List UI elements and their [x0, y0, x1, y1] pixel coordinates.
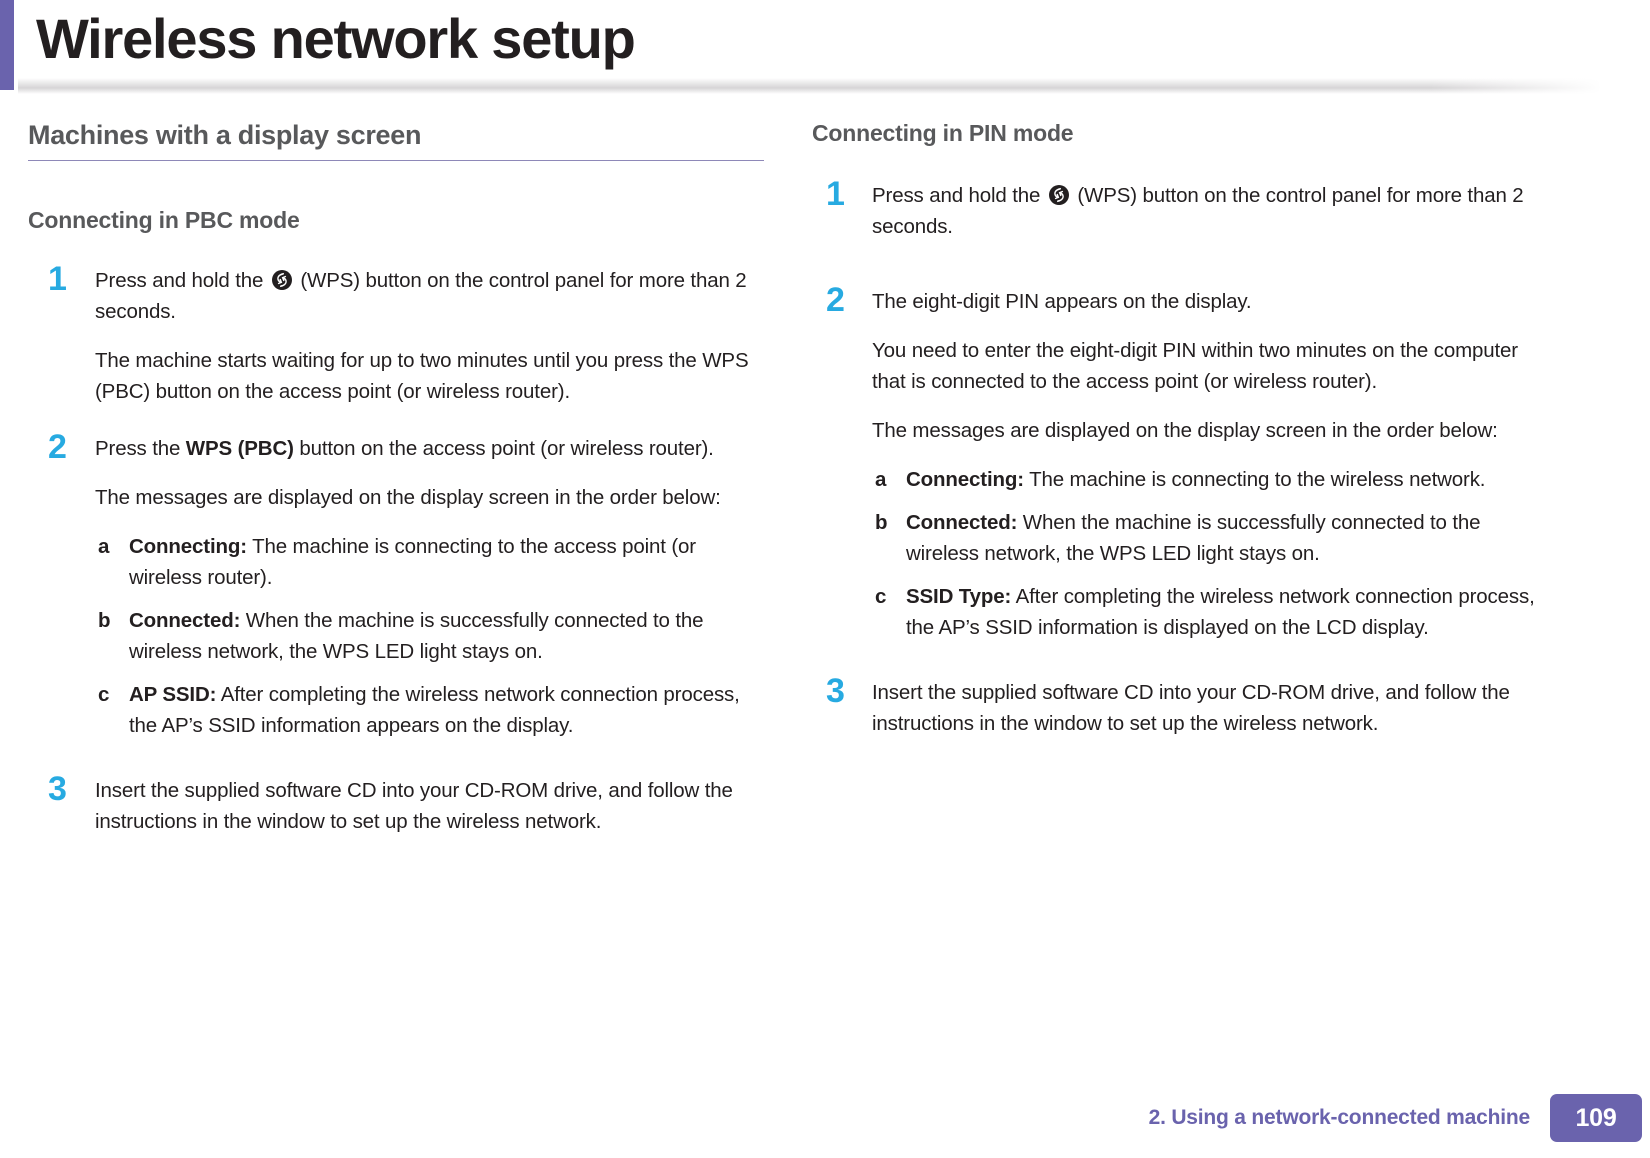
page-footer: 2. Using a network-connected machine 109 — [0, 1094, 1650, 1142]
page-number: 109 — [1575, 1104, 1617, 1132]
step-paragraph: The messages are displayed on the displa… — [872, 419, 1498, 442]
step-item: 1 Press and hold the (WPS) button on the… — [28, 260, 773, 407]
sublist-description: When the machine is successfully connect… — [129, 609, 704, 663]
header-accent-bar — [0, 0, 14, 90]
step-paragraph: Insert the supplied software CD into you… — [95, 779, 733, 833]
step-text-emphasis: WPS (PBC) — [185, 437, 294, 460]
sublist-item: c AP SSID: After completing the wireless … — [95, 679, 773, 741]
step-number: 2 — [48, 428, 67, 466]
step-paragraph: Press and hold the (WPS) button on the c… — [95, 265, 773, 327]
sublist-letter: c — [98, 683, 110, 706]
sublist-letter: b — [875, 511, 888, 534]
step-item: 1 Press and hold the (WPS) button on the… — [812, 175, 1557, 242]
sublist-description: The machine is connecting to the access … — [129, 535, 696, 589]
sublist-description: After completing the wireless network co… — [906, 585, 1535, 639]
sublist-term: Connecting: — [906, 468, 1024, 491]
header-divider-shadow — [18, 78, 1650, 94]
page-header: Wireless network setup — [0, 0, 1650, 94]
step-paragraph: Press and hold the (WPS) button on the c… — [872, 180, 1557, 242]
wps-icon — [271, 269, 293, 291]
sublist-term: Connected: — [129, 609, 241, 632]
sub-heading-pbc-mode: Connecting in PBC mode — [28, 207, 300, 233]
step-text-pre: Press and hold the — [95, 269, 269, 292]
sublist-term: Connected: — [906, 511, 1018, 534]
step-number: 1 — [48, 260, 67, 298]
sublist-description: When the machine is successfully connect… — [906, 511, 1481, 565]
sublist-item: a Connecting: The machine is connecting t… — [95, 531, 773, 593]
page-title: Wireless network setup — [36, 7, 636, 70]
sublist-term: SSID Type: — [906, 585, 1012, 608]
sublist-letter: b — [98, 609, 111, 632]
section-heading-machines-display: Machines with a display screen — [28, 120, 422, 150]
step-text-post: (WPS) button on the control panel for mo… — [95, 269, 747, 323]
step-text-pre: Press the — [95, 437, 186, 460]
step-paragraph: Press the WPS (PBC) button on the access… — [95, 433, 773, 464]
sublist-term: Connecting: — [129, 535, 247, 558]
step-paragraph: The machine starts waiting for up to two… — [95, 349, 749, 403]
step-paragraph: Insert the supplied software CD into you… — [872, 681, 1510, 735]
step-text-post: button on the access point (or wireless … — [293, 437, 714, 460]
wps-icon — [1048, 184, 1070, 206]
sublist-letter: a — [875, 468, 887, 491]
lettered-sublist: a Connecting: The machine is connecting t… — [872, 464, 1557, 643]
step-paragraph: The eight-digit PIN appears on the displ… — [872, 290, 1252, 313]
sublist-item: b Connected: When the machine is successf… — [95, 605, 773, 667]
step-item: 3 Insert the supplied software CD into y… — [812, 672, 1557, 739]
step-paragraph: You need to enter the eight-digit PIN wi… — [872, 339, 1518, 393]
step-paragraph: The messages are displayed on the displa… — [95, 486, 721, 509]
step-number: 3 — [826, 672, 845, 710]
sublist-letter: c — [875, 585, 887, 608]
section-rule — [28, 160, 764, 161]
sublist-item: b Connected: When the machine is successf… — [872, 507, 1557, 569]
footer-chapter-label: 2. Using a network-connected machine — [1148, 1106, 1531, 1129]
sublist-item: c SSID Type: After completing the wireles… — [872, 581, 1557, 643]
sublist-letter: a — [98, 535, 110, 558]
step-number: 1 — [826, 175, 845, 213]
sublist-item: a Connecting: The machine is connecting t… — [872, 464, 1557, 495]
step-item: 3 Insert the supplied software CD into y… — [28, 770, 773, 837]
sub-heading-pin-mode: Connecting in PIN mode — [812, 120, 1074, 146]
right-column: Connecting in PIN mode 1 Press and hold … — [812, 118, 1557, 765]
step-text-post: (WPS) button on the control panel for mo… — [872, 184, 1524, 238]
step-item: 2 The eight-digit PIN appears on the dis… — [812, 281, 1557, 643]
page-number-badge: 109 — [1550, 1094, 1642, 1142]
sublist-description: The machine is connecting to the wireles… — [1023, 468, 1486, 491]
lettered-sublist: a Connecting: The machine is connecting t… — [95, 531, 773, 741]
step-number: 3 — [48, 770, 67, 808]
header-divider-taper — [1430, 78, 1650, 94]
step-number: 2 — [826, 281, 845, 319]
left-column: Machines with a display screen Connectin… — [28, 118, 773, 863]
step-text-pre: Press and hold the — [872, 184, 1046, 207]
sublist-description: After completing the wireless network co… — [129, 683, 740, 737]
sublist-term: AP SSID: — [129, 683, 217, 706]
step-item: 2 Press the WPS (PBC) button on the acce… — [28, 428, 773, 741]
